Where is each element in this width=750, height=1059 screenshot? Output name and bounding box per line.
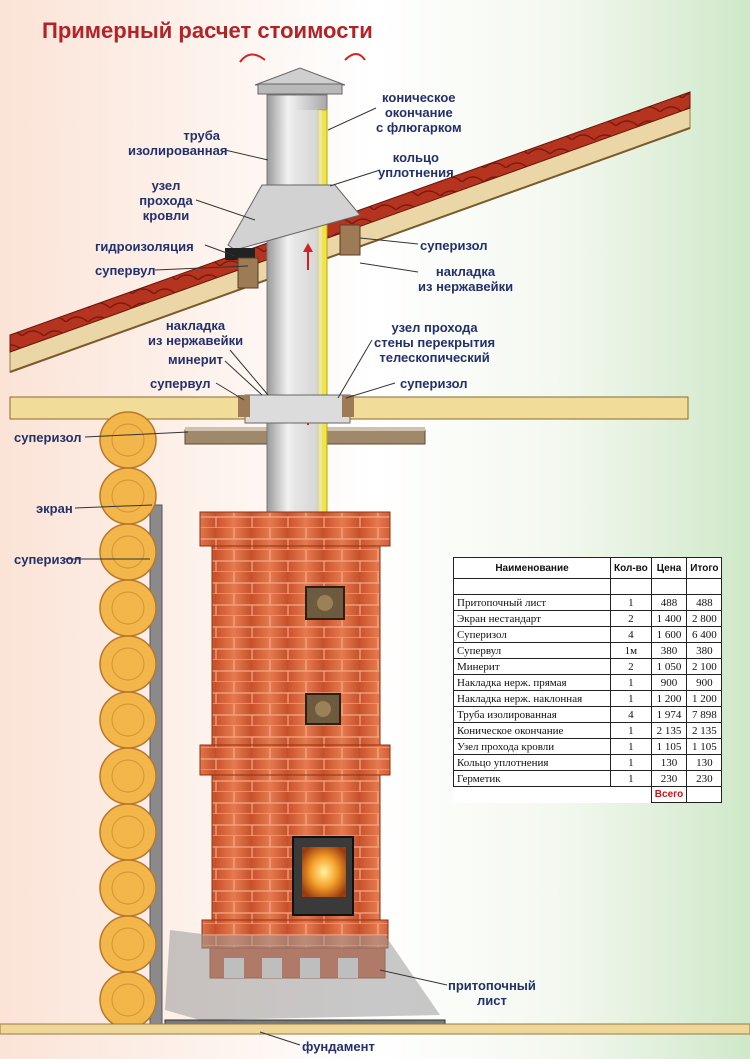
cell-name: Минерит bbox=[453, 658, 611, 675]
cell-qty: 2 bbox=[610, 610, 652, 627]
cell-empty bbox=[454, 787, 611, 803]
cell-empty bbox=[611, 787, 652, 803]
cell-total: 488 bbox=[686, 594, 723, 611]
cell-total: 230 bbox=[686, 770, 723, 787]
cell-total: 6 400 bbox=[686, 626, 723, 643]
label-minerit: минерит bbox=[168, 352, 223, 367]
cell-total: 900 bbox=[686, 674, 723, 691]
label-superizol-roof: суперизол bbox=[420, 238, 488, 253]
cell-price: 230 bbox=[650, 770, 688, 787]
cell-name: Герметик bbox=[453, 770, 611, 787]
total-value bbox=[686, 786, 723, 803]
cell-price: 2 135 bbox=[650, 722, 688, 739]
cell-total: 130 bbox=[686, 754, 723, 771]
cell-name: Накладка нерж. наклонная bbox=[453, 690, 611, 707]
cell-name: Коническое окончание bbox=[453, 722, 611, 739]
cell-total: 2 100 bbox=[686, 658, 723, 675]
cell-name: Суперизол bbox=[453, 626, 611, 643]
cost-table: Наименование Кол-во Цена Итого Притопочн… bbox=[453, 557, 723, 803]
cell-name: Кольцо уплотнения bbox=[453, 754, 611, 771]
cell-qty: 4 bbox=[610, 706, 652, 723]
cell-price bbox=[650, 578, 688, 595]
cell-qty: 1 bbox=[610, 674, 652, 691]
cell-qty: 1 bbox=[610, 754, 652, 771]
ceiling-pass bbox=[244, 394, 351, 424]
cell-name: Труба изолированная bbox=[453, 706, 611, 723]
col-header-name: Наименование bbox=[453, 557, 611, 579]
cell-total bbox=[686, 578, 723, 595]
cell-qty: 1 bbox=[610, 594, 652, 611]
cell-qty: 2 bbox=[610, 658, 652, 675]
col-header-qty: Кол-во bbox=[610, 557, 652, 579]
cell-qty: 1 bbox=[610, 722, 652, 739]
cell-price: 1 974 bbox=[650, 706, 688, 723]
cell-price: 1 200 bbox=[650, 690, 688, 707]
cell-total: 2 135 bbox=[686, 722, 723, 739]
cell-total: 380 bbox=[686, 642, 723, 659]
cell-name: Узел прохода кровли bbox=[453, 738, 611, 755]
roof-pass-cone bbox=[227, 184, 361, 251]
cell-name bbox=[453, 578, 611, 595]
cell-price: 900 bbox=[650, 674, 688, 691]
label-superizol-wall: суперизол bbox=[14, 552, 82, 567]
table-row bbox=[453, 578, 723, 595]
cell-total: 1 200 bbox=[686, 690, 723, 707]
label-waterproofing: гидроизоляция bbox=[95, 239, 194, 254]
cell-qty: 1м bbox=[610, 642, 652, 659]
cell-qty: 1 bbox=[610, 770, 652, 787]
cell-price: 1 400 bbox=[650, 610, 688, 627]
label-foundation: фундамент bbox=[302, 1039, 375, 1054]
brick-stove bbox=[165, 511, 440, 1020]
cell-price: 380 bbox=[650, 642, 688, 659]
label-superizol-ceiling: суперизол bbox=[400, 376, 468, 391]
cell-total: 2 800 bbox=[686, 610, 723, 627]
page-title: Примерный расчет стоимости bbox=[42, 18, 373, 43]
cell-price: 1 105 bbox=[650, 738, 688, 755]
label-screen: экран bbox=[36, 501, 73, 516]
col-header-price: Цена bbox=[650, 557, 688, 579]
cell-name: Супервул bbox=[453, 642, 611, 659]
cell-price: 1 600 bbox=[650, 626, 688, 643]
cell-price: 488 bbox=[650, 594, 688, 611]
cell-qty: 1 bbox=[610, 738, 652, 755]
cell-price: 1 050 bbox=[650, 658, 688, 675]
cell-qty: 4 bbox=[610, 626, 652, 643]
label-superizol-wall-top: суперизол bbox=[14, 430, 82, 445]
label-supervul-ceiling: супервул bbox=[150, 376, 211, 391]
table-total-row: Всего bbox=[454, 786, 723, 803]
cell-total: 1 105 bbox=[686, 738, 723, 755]
cell-name: Притопочный лист bbox=[453, 594, 611, 611]
cell-name: Экран нестандарт bbox=[453, 610, 611, 627]
cell-name: Накладка нерж. прямая bbox=[453, 674, 611, 691]
label-supervul-roof: супервул bbox=[95, 263, 156, 278]
col-header-total: Итого bbox=[686, 557, 723, 579]
cell-price: 130 bbox=[650, 754, 688, 771]
total-label: Всего bbox=[650, 786, 688, 803]
cell-qty: 1 bbox=[610, 690, 652, 707]
cell-qty bbox=[610, 578, 652, 595]
cell-total: 7 898 bbox=[686, 706, 723, 723]
log-wall bbox=[99, 411, 163, 1029]
